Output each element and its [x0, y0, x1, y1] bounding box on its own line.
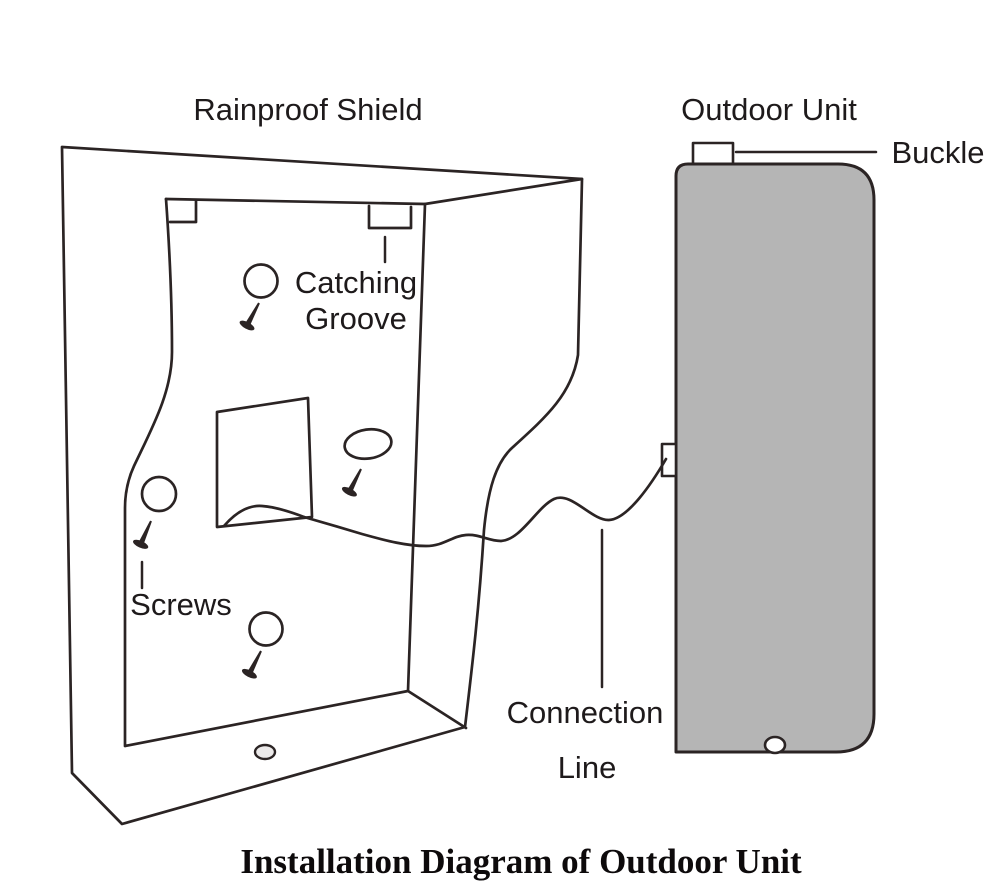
- screw-icon: [341, 468, 362, 497]
- shield-floor-edge: [406, 689, 468, 730]
- catching-groove-label-line2: Groove: [305, 301, 407, 336]
- wall-opening: [215, 396, 314, 529]
- catching-groove-label-line1: Catching: [294, 265, 418, 300]
- unit-bottom-hole: [763, 735, 787, 755]
- screw-hole: [140, 475, 178, 513]
- buckle-label: Buckle: [891, 135, 985, 170]
- screw-hole: [243, 263, 279, 299]
- catching-groove-tab: [367, 204, 413, 230]
- screw-icon: [133, 520, 152, 549]
- screws-label: Screws: [130, 587, 232, 622]
- shield-top-fold: [164, 177, 584, 206]
- wall-opening-arc: [222, 504, 306, 528]
- screw-hole: [343, 427, 393, 461]
- buckle-shape: [691, 141, 735, 166]
- connection-line-label-line1: Connection: [506, 695, 664, 730]
- shield-bottom-hole: [253, 743, 277, 761]
- shield-inner-panel: [123, 197, 427, 748]
- corner-tab: [168, 199, 198, 224]
- screw-icon: [239, 302, 260, 331]
- outdoor-unit-body: [674, 162, 876, 754]
- connection-line-path: [302, 457, 668, 548]
- diagram-title: Installation Diagram of Outdoor Unit: [240, 842, 802, 881]
- screw-icon: [241, 650, 262, 679]
- outdoor-unit-label: Outdoor Unit: [681, 92, 857, 127]
- screw-hole: [248, 611, 284, 647]
- rainproof-shield-outline: [60, 145, 584, 826]
- connection-line-label-line2: Line: [557, 750, 617, 785]
- rainproof-shield-label: Rainproof Shield: [193, 92, 423, 127]
- connector-tab: [660, 442, 678, 478]
